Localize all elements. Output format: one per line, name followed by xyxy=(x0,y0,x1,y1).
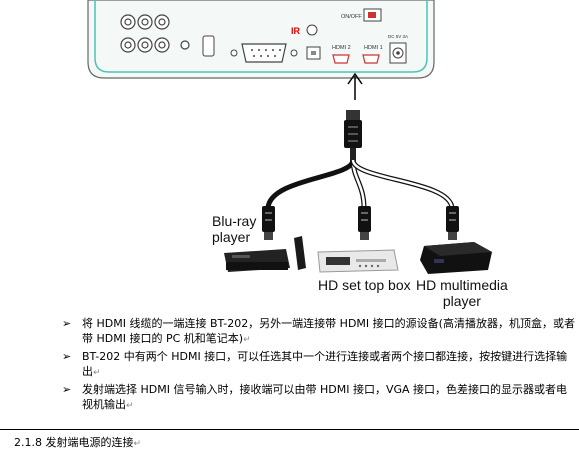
hdmi-splitter-cable xyxy=(262,110,459,240)
set-top-box-image xyxy=(317,249,399,273)
ir-sensor xyxy=(306,24,318,36)
hdmi2-label: HDMI 2 xyxy=(332,45,351,51)
hdmi2-port xyxy=(332,54,350,64)
set-top-box-label: HD set top box xyxy=(318,277,411,293)
hdmi1-label: HDMI 1 xyxy=(364,45,383,51)
ir-label: IR xyxy=(291,26,301,36)
paragraph-mark: ↵ xyxy=(93,368,101,378)
instruction-list: ➢ 将 HDMI 线缆的一端连接 BT-202，另外一端连接带 HDMI 接口的… xyxy=(60,316,575,415)
list-item: ➢ 发射端选择 HDMI 信号输入时，接收端可以由带 HDMI 接口，VGA 接… xyxy=(62,383,568,411)
rca-jack-group xyxy=(120,14,190,53)
paragraph-mark: ↵ xyxy=(243,335,251,345)
list-item: ➢ BT-202 中有两个 HDMI 接口，可以任选其中一个进行连接或者两个接口… xyxy=(62,350,568,378)
bullet-icon: ➢ xyxy=(62,383,72,396)
connection-diagram: IR ON/OFF HDMI 2 HDMI 1 DC 5V 3A xyxy=(87,0,492,274)
transmitter-device: IR ON/OFF HDMI 2 HDMI 1 DC 5V 3A xyxy=(87,0,435,79)
multimedia-player-image xyxy=(420,242,492,274)
dc-label: DC 5V 3A xyxy=(388,34,408,39)
blu-ray-player-image xyxy=(224,236,306,272)
on-off-label: ON/OFF xyxy=(341,14,362,20)
vga-port xyxy=(230,43,298,63)
section-heading: 2.1.8 发射端电源的连接↵ xyxy=(14,436,142,449)
up-arrow xyxy=(347,72,363,100)
bullet-icon: ➢ xyxy=(62,317,72,330)
connection-figure: IR ON/OFF HDMI 2 HDMI 1 DC 5V 3A xyxy=(87,0,508,309)
paragraph-mark: ↵ xyxy=(126,401,134,411)
hdmi1-port xyxy=(362,54,380,64)
section-divider xyxy=(0,429,579,430)
usb-port xyxy=(202,35,215,57)
bullet-icon: ➢ xyxy=(62,350,72,363)
paragraph-mark: ↵ xyxy=(133,439,142,449)
list-item: ➢ 将 HDMI 线缆的一端连接 BT-202，另外一端连接带 HDMI 接口的… xyxy=(62,317,575,345)
